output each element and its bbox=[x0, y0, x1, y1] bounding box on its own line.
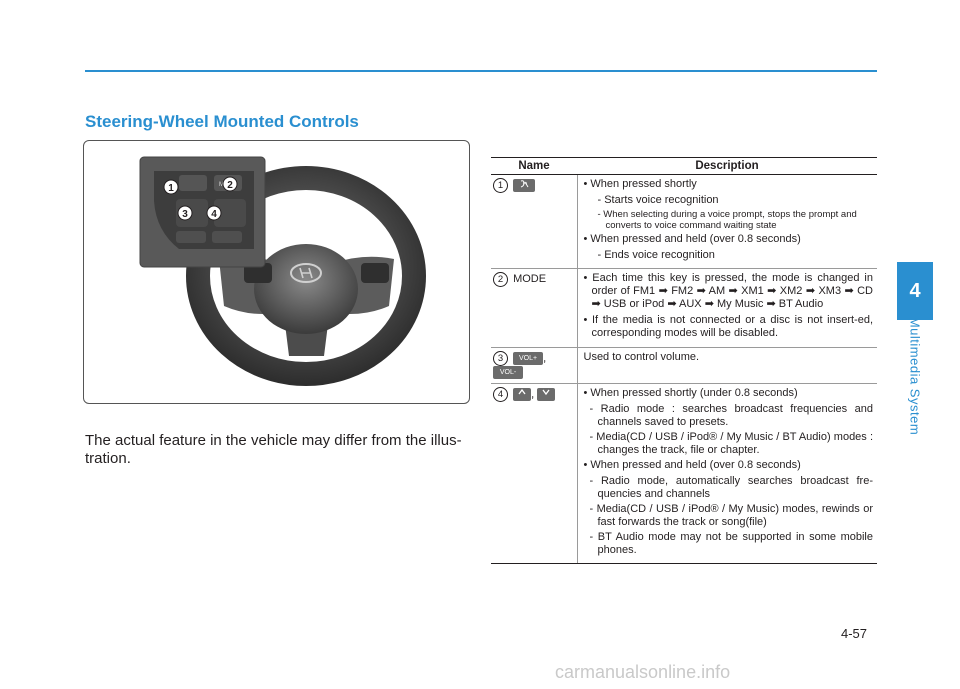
row-number: 4 bbox=[493, 387, 508, 403]
chapter-tab: 4 bbox=[897, 262, 933, 320]
vol-up-key: VOL+ bbox=[513, 352, 544, 365]
steering-wheel-illustration: MODE 1 2 3 4 bbox=[139, 156, 426, 386]
airbag-hub bbox=[254, 244, 358, 334]
callout-1: 1 bbox=[163, 179, 179, 195]
chevron-up-icon bbox=[513, 388, 532, 402]
row-number: 3 bbox=[493, 351, 508, 366]
table-header: Name Description bbox=[491, 157, 877, 175]
row-name-cell: 2 MODE bbox=[491, 268, 578, 348]
row-description-cell: • When pressed shortly (under 0.8 second… bbox=[577, 383, 877, 565]
svg-text:3: 3 bbox=[182, 209, 188, 220]
chapter-label: Multimedia System bbox=[907, 316, 923, 436]
left-control-cluster bbox=[244, 263, 272, 283]
row-description-cell: • Each time this key is pressed, the mod… bbox=[577, 268, 877, 348]
table-row: 3 VOL+, VOL- Used to control volume. bbox=[491, 347, 877, 385]
row-number: 2 bbox=[493, 272, 508, 287]
chevron-down-icon bbox=[537, 388, 556, 402]
steering-wheel-figure: MODE 1 2 3 4 bbox=[83, 140, 470, 404]
row-name-cell: 4 , bbox=[491, 383, 578, 565]
table-row: 4 , • When pressed shortly (under 0.8 se… bbox=[491, 383, 877, 565]
svg-text:1: 1 bbox=[168, 183, 174, 194]
logo-emblem bbox=[290, 263, 322, 283]
row-description-cell: • When pressed shortly - Starts voice re… bbox=[577, 174, 877, 269]
row-number: 1 bbox=[493, 178, 508, 193]
voice-recognition-icon bbox=[513, 179, 536, 192]
callout-3: 3 bbox=[177, 205, 193, 221]
callout-4: 4 bbox=[206, 205, 222, 221]
svg-text:4: 4 bbox=[211, 209, 217, 220]
mode-key-label: MODE bbox=[513, 273, 547, 285]
table-row: 2 MODE • Each time this key is pressed, … bbox=[491, 268, 877, 348]
section-title: Steering-Wheel Mounted Controls bbox=[85, 112, 359, 131]
page-number: 4-57 bbox=[841, 626, 868, 641]
row-description-cell: Used to control volume. bbox=[577, 347, 877, 385]
callout-2: 2 bbox=[222, 176, 238, 192]
header-rule bbox=[85, 70, 877, 72]
right-control-cluster bbox=[361, 263, 389, 283]
row-name-cell: 3 VOL+, VOL- bbox=[491, 347, 578, 385]
header-name: Name bbox=[491, 157, 577, 175]
controls-table: Name Description 1 • When pressed shortl… bbox=[491, 157, 877, 565]
row-name-cell: 1 bbox=[491, 174, 578, 269]
vol-down-key: VOL- bbox=[493, 366, 523, 379]
wheel-rim bbox=[186, 166, 426, 386]
svg-text:2: 2 bbox=[227, 180, 233, 191]
figure-caption: The actual feature in the vehicle may di… bbox=[85, 432, 462, 467]
watermark: carmanualsonline.info bbox=[555, 662, 731, 682]
header-description: Description bbox=[577, 157, 877, 175]
table-row: 1 • When pressed shortly - Starts voice … bbox=[491, 174, 877, 269]
